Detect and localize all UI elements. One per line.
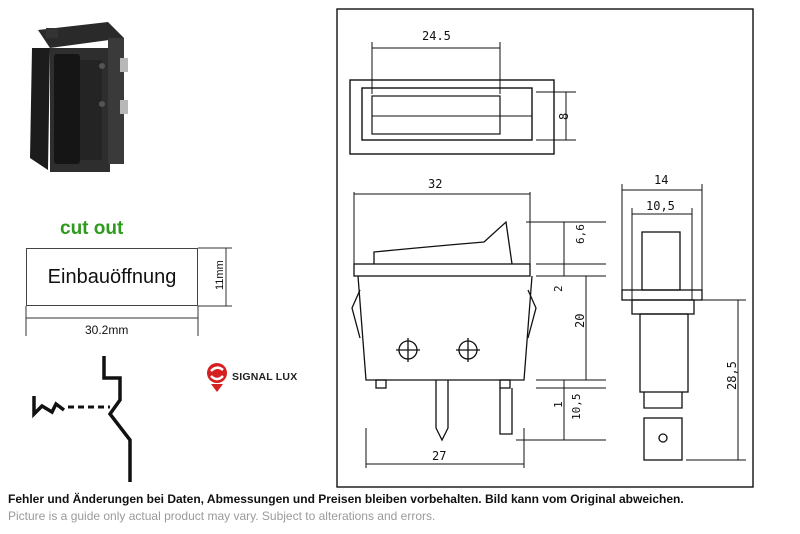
cutout-height-label: 11mm <box>214 260 226 290</box>
dim-10-5-side: 10,5 <box>646 199 675 213</box>
disclaimer-german: Fehler und Änderungen bei Daten, Abmessu… <box>8 492 684 506</box>
product-photo <box>30 22 128 172</box>
technical-drawing: 24.5 8 32 27 6,6 2 <box>336 8 754 488</box>
cutout-title: cut out <box>60 218 124 239</box>
dim-20: 20 <box>573 314 587 328</box>
dim-1: 1 <box>552 401 565 408</box>
dim-28-5: 28,5 <box>725 361 739 390</box>
cutout-width-label: 30.2mm <box>85 323 129 337</box>
dim-6-6: 6,6 <box>574 224 587 244</box>
top-view <box>349 42 576 155</box>
cutout-label: Einbauöffnung <box>47 265 177 288</box>
cutout-box: Einbauöffnung <box>26 248 198 306</box>
dim-14: 14 <box>654 173 668 187</box>
dim-32: 32 <box>428 177 442 191</box>
dim-8: 8 <box>557 113 571 120</box>
brand-name: SIGNAL LUX <box>232 371 298 383</box>
dim-2: 2 <box>552 285 565 292</box>
dim-27: 27 <box>432 449 446 463</box>
switch-symbol <box>32 356 132 482</box>
dim-10-5: 10,5 <box>570 394 583 421</box>
disclaimer-english: Picture is a guide only actual product m… <box>8 509 436 523</box>
brand-logo: SIGNAL LUX <box>206 362 297 392</box>
cutout-dimension-lines <box>25 247 232 336</box>
side-view <box>621 184 746 461</box>
front-view <box>351 192 606 468</box>
dim-24-5: 24.5 <box>422 29 451 43</box>
signal-lux-logo-icon <box>207 363 227 392</box>
